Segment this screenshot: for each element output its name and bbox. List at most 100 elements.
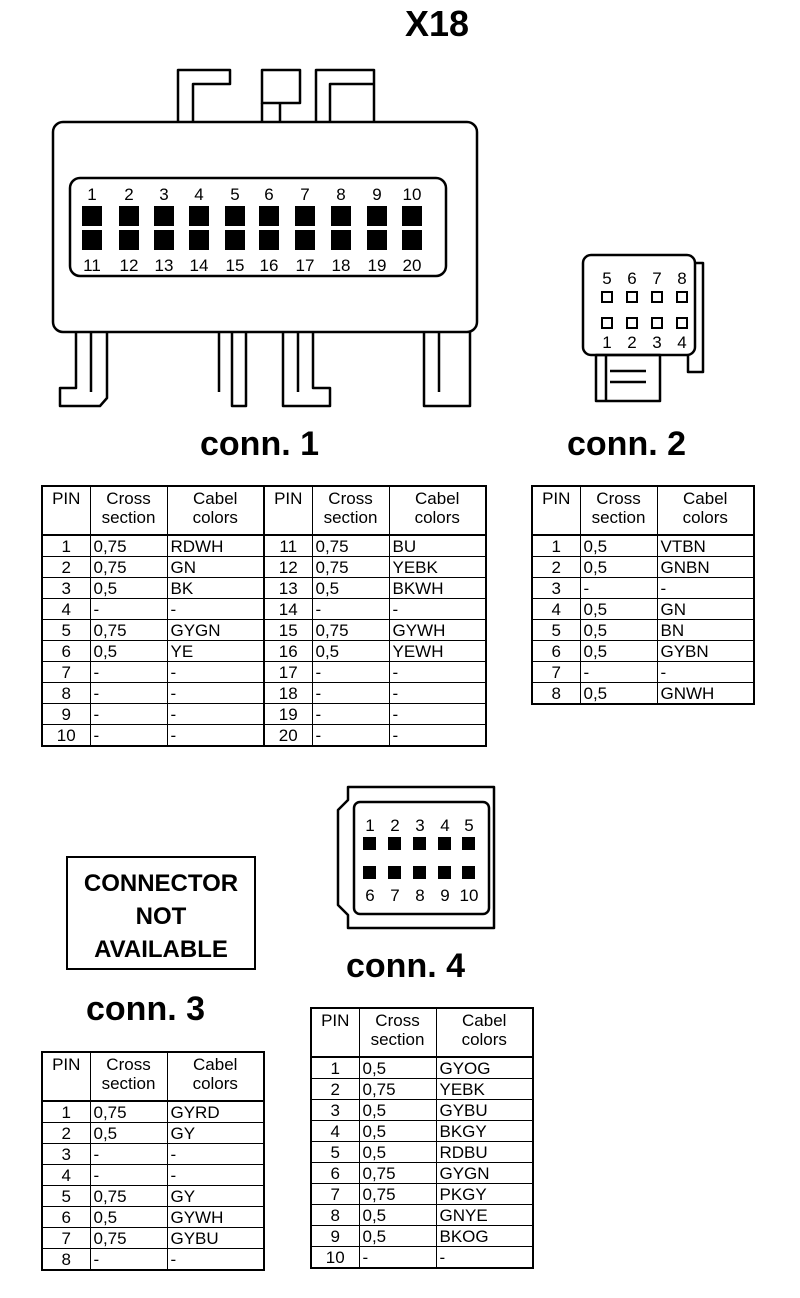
cable-color-cell: BU xyxy=(388,535,487,557)
cross-section-cell: 0,75 xyxy=(311,556,390,578)
table-row: 10-- xyxy=(310,1246,534,1269)
conn2-pin-square xyxy=(676,291,688,303)
pin-cell: 7 xyxy=(310,1183,360,1205)
cross-section-cell: 0,5 xyxy=(579,556,658,578)
pin-cell: 10 xyxy=(41,724,91,747)
cable-color-cell: - xyxy=(656,661,755,683)
cross-section-cell: 0,75 xyxy=(358,1078,437,1100)
cable-color-cell: - xyxy=(388,598,487,620)
pin-cell: 1 xyxy=(41,535,91,557)
cross-section-cell: - xyxy=(311,682,390,704)
pin-cell: 3 xyxy=(310,1099,360,1121)
conn1-pin-label-bottom: 13 xyxy=(155,256,174,275)
conn1-pin-label-top: 4 xyxy=(194,185,203,204)
cross-section-cell: 0,75 xyxy=(89,619,168,641)
pin-cell: 2 xyxy=(41,1122,91,1144)
cross-section-cell: - xyxy=(89,661,168,683)
cross-section-cell: 0,5 xyxy=(311,577,390,599)
cable-color-cell: GYGN xyxy=(166,619,265,641)
conn1-pin-block xyxy=(119,206,139,226)
cross-section-cell: 0,75 xyxy=(89,535,168,557)
pin-cell: 4 xyxy=(41,598,91,620)
conn1-pin-label-bottom: 16 xyxy=(260,256,279,275)
conn1-pin-block xyxy=(82,230,102,250)
cross-section-cell: 0,75 xyxy=(358,1183,437,1205)
pin-cell: 18 xyxy=(263,682,313,704)
conn4-pin-label-top: 2 xyxy=(390,816,399,835)
cable-color-cell: BKWH xyxy=(388,577,487,599)
table-row: 4--14-- xyxy=(41,598,487,620)
connector-not-available-box: CONNECTOR NOT AVAILABLE xyxy=(66,856,256,970)
cross-section-cell: 0,5 xyxy=(579,598,658,620)
pin-cell: 4 xyxy=(310,1120,360,1142)
pin-cell: 5 xyxy=(41,1185,91,1207)
pin-cell: 8 xyxy=(41,682,91,704)
conn1-pin-block xyxy=(189,206,209,226)
conn2-pin-square xyxy=(651,291,663,303)
pin-cell: 10 xyxy=(310,1246,360,1269)
conn1-pin-label-top: 5 xyxy=(230,185,239,204)
conn4-pin-block xyxy=(363,837,376,850)
pin-cell: 4 xyxy=(41,1164,91,1186)
cable-color-cell: - xyxy=(656,577,755,599)
header-pin: PIN xyxy=(531,486,581,536)
conn1-pin-block xyxy=(331,206,351,226)
cable-color-cell: GYOG xyxy=(435,1057,534,1079)
cable-color-cell: GYWH xyxy=(388,619,487,641)
conn1-pin-block xyxy=(259,230,279,250)
conn2-pin-label-bottom: 4 xyxy=(677,333,686,352)
header-pin: PIN xyxy=(263,486,313,536)
table-row: 7--17-- xyxy=(41,661,487,683)
conn2-pin-label-top: 6 xyxy=(627,269,636,288)
conn1-pin-block xyxy=(119,230,139,250)
pin-cell: 7 xyxy=(41,1227,91,1249)
conn2-pin-label-top: 5 xyxy=(602,269,611,288)
cable-color-cell: BK xyxy=(166,577,265,599)
pin-cell: 17 xyxy=(263,661,313,683)
cross-section-cell: 0,75 xyxy=(89,1101,168,1123)
conn4-pin-label-top: 3 xyxy=(415,816,424,835)
pin-cell: 12 xyxy=(263,556,313,578)
cross-section-cell: 0,75 xyxy=(89,556,168,578)
conn2-pin-square xyxy=(601,317,613,329)
cable-color-cell: BKOG xyxy=(435,1225,534,1247)
table-row: 3-- xyxy=(41,1143,265,1165)
conn3-label: conn. 3 xyxy=(86,990,206,1028)
table-row: 7-- xyxy=(531,661,755,683)
cable-color-cell: PKGY xyxy=(435,1183,534,1205)
cable-color-cell: GYRD xyxy=(166,1101,265,1123)
cable-color-cell: GNYE xyxy=(435,1204,534,1226)
cable-color-cell: - xyxy=(166,1248,265,1271)
conn1-pin-block xyxy=(259,206,279,226)
conn2-pin-label-top: 8 xyxy=(677,269,686,288)
conn2-pin-square xyxy=(626,291,638,303)
cable-color-cell: - xyxy=(388,703,487,725)
cross-section-cell: - xyxy=(89,682,168,704)
pin-cell: 5 xyxy=(531,619,581,641)
cross-section-cell: - xyxy=(89,1164,168,1186)
conn2-label: conn. 2 xyxy=(567,425,687,463)
conn4-pin-label-bottom: 8 xyxy=(415,886,424,905)
cross-section-cell: 0,5 xyxy=(89,577,168,599)
cross-section-cell: 0,75 xyxy=(89,1185,168,1207)
conn1-pin-label-top: 2 xyxy=(124,185,133,204)
pin-cell: 14 xyxy=(263,598,313,620)
cross-section-cell: 0,5 xyxy=(358,1099,437,1121)
conn4-label: conn. 4 xyxy=(346,947,466,985)
conn1-pin-block xyxy=(402,230,422,250)
conn1-pin-label-top: 8 xyxy=(336,185,345,204)
table-row: 3-- xyxy=(531,577,755,599)
